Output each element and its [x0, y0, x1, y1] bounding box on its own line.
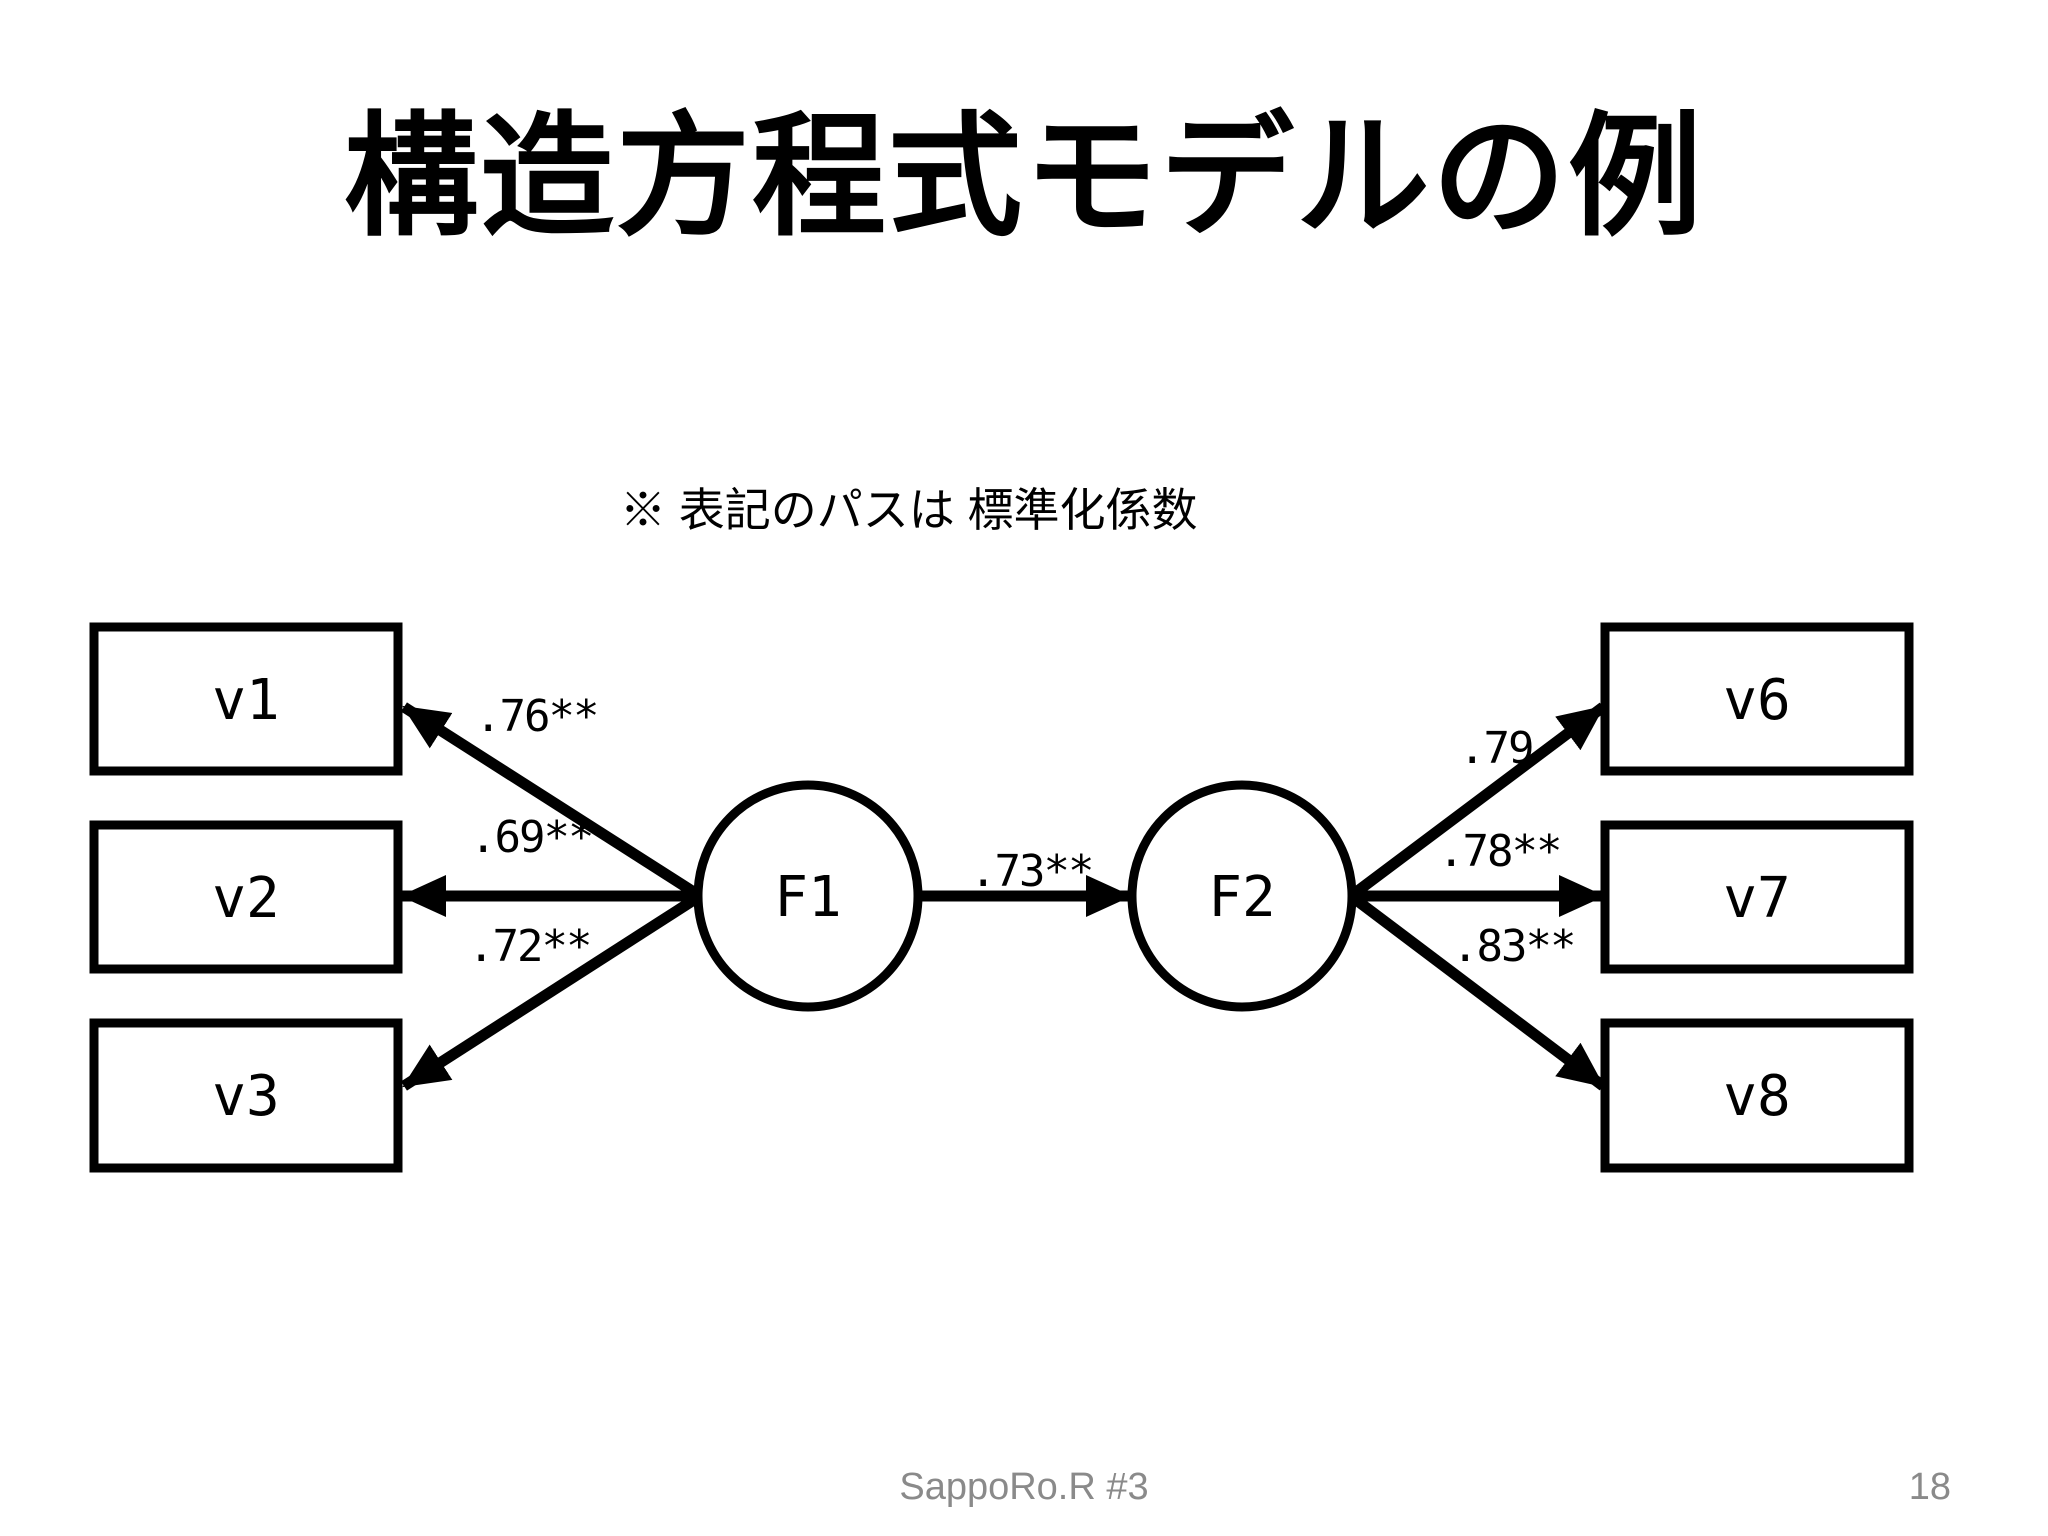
- observed-label-v1: v1: [212, 668, 279, 733]
- latent-label-f1: F1: [774, 865, 841, 930]
- path-coefficient-f2-v8: .83**: [1452, 921, 1574, 972]
- path-coefficient-f2-v7: .78**: [1438, 826, 1560, 877]
- path-line-f1-v3: [401, 891, 703, 1091]
- path-coefficient-f1-f2: .73**: [970, 846, 1092, 897]
- path-line-f1-v1: [401, 702, 703, 901]
- latent-ellipse-f1: [693, 780, 923, 1012]
- path-coefficient-f1-v3: .72**: [468, 921, 590, 972]
- observed-box-v1: [89, 622, 403, 776]
- observed-label-v2: v2: [212, 866, 279, 931]
- observed-label-v7: v7: [1723, 866, 1790, 931]
- path-coefficient-f1-v2: .69**: [470, 812, 592, 863]
- observed-box-v3: [89, 1018, 403, 1173]
- latent-label-f2: F2: [1208, 865, 1275, 930]
- observed-box-v7: [1600, 820, 1914, 974]
- standardized-coefficient-note: ※ 表記のパスは 標準化係数: [620, 484, 1198, 536]
- observed-box-v6: [1600, 622, 1914, 776]
- footer-page-number: 18: [1908, 1466, 1951, 1508]
- latent-ellipse-f2: [1127, 780, 1357, 1012]
- observed-label-v6: v6: [1723, 668, 1790, 733]
- observed-box-v8: [1600, 1018, 1914, 1173]
- slide-title: 構造方程式モデルの例: [343, 103, 1704, 252]
- path-coefficient-f2-v6: .79: [1459, 723, 1532, 774]
- path-line-f2-v8: [1347, 891, 1607, 1091]
- observed-label-v3: v3: [212, 1064, 279, 1129]
- path-line-f2-v6: [1347, 702, 1607, 901]
- path-coefficient-f1-v1: .76**: [475, 691, 597, 742]
- footer-event-name: SappoRo.R #3: [899, 1466, 1149, 1508]
- observed-label-v8: v8: [1723, 1064, 1790, 1129]
- observed-box-v2: [89, 820, 403, 974]
